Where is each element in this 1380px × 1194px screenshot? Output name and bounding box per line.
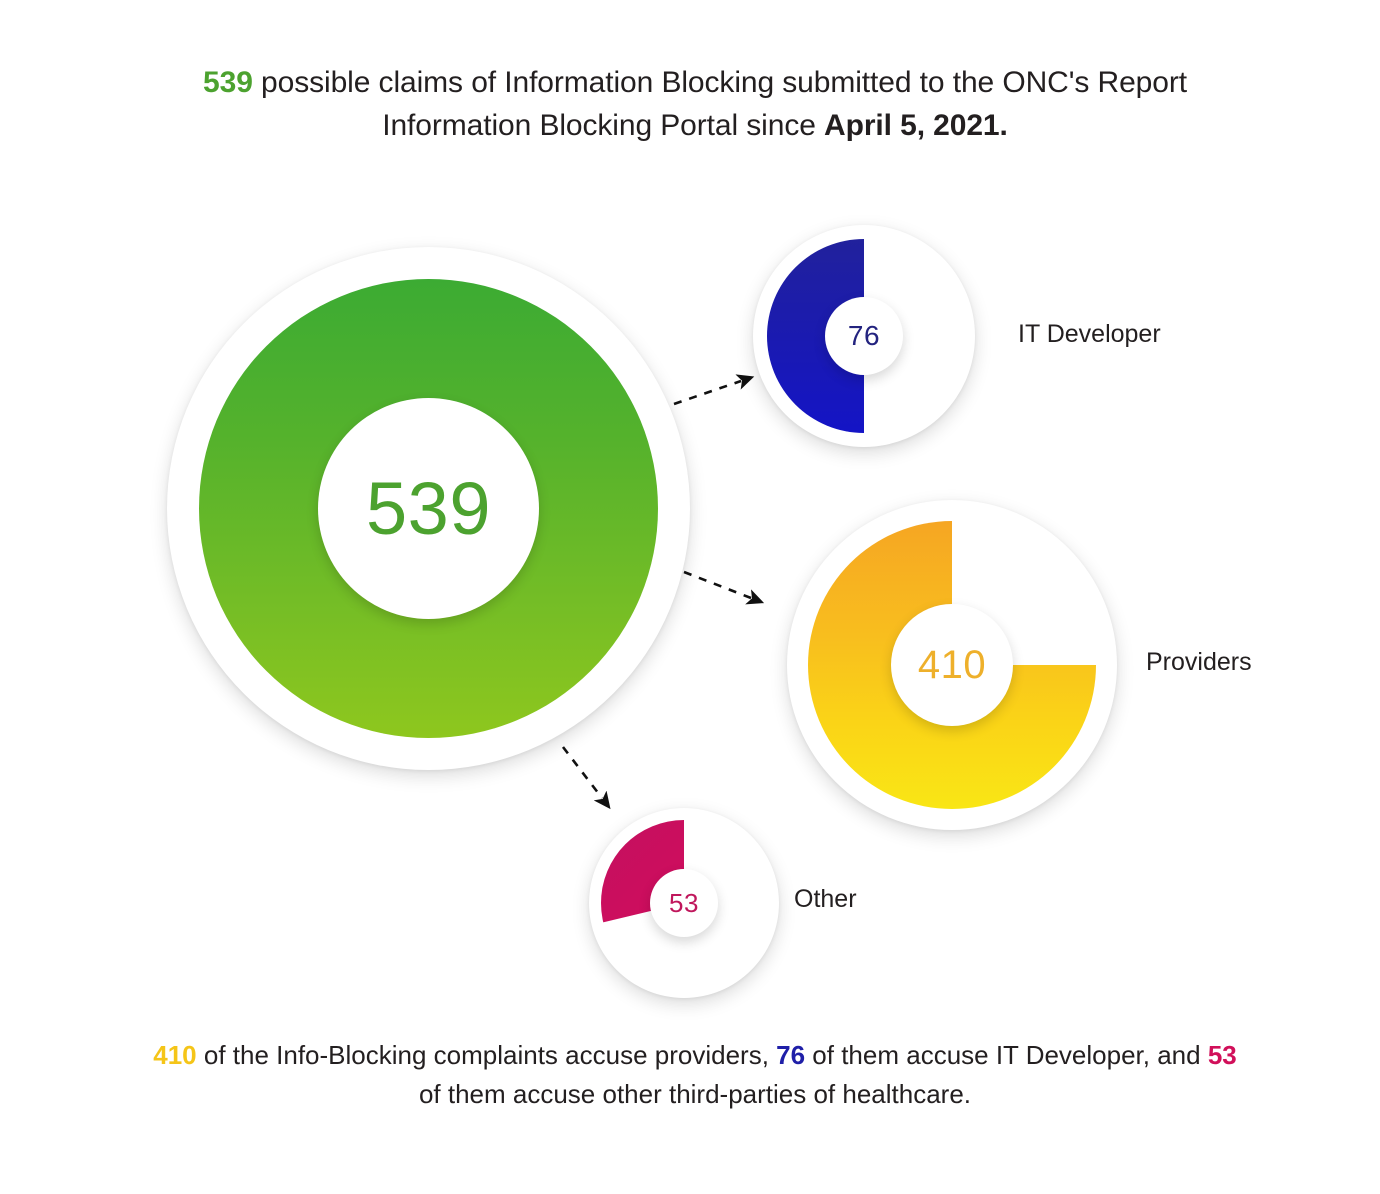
footnote-providers-number: 410	[153, 1040, 197, 1070]
footnote-text-1: of the Info-Blocking complaints accuse p…	[196, 1040, 777, 1070]
page-title: 539 possible claims of Information Block…	[130, 62, 1260, 147]
label-providers: Providers	[1146, 648, 1252, 676]
arrow-to-other	[561, 746, 611, 810]
summary-caption: 410 of the Info-Blocking complaints accu…	[150, 1036, 1240, 1114]
headline-text-primary: possible claims of Information Blocking …	[252, 66, 1187, 142]
footnote-other-number: 53	[1207, 1040, 1237, 1070]
donut-total-hub: 539	[318, 398, 539, 619]
donut-other-value: 53	[669, 887, 699, 918]
donut-other-hub: 53	[650, 869, 718, 937]
footnote-text-2: of them accuse IT Developer, and	[805, 1040, 1208, 1070]
donut-it-developer-hub: 76	[825, 297, 903, 375]
donut-it-developer-value: 76	[847, 320, 881, 351]
donut-providers-value: 410	[917, 642, 987, 687]
donut-it-developer[interactable]: 76	[753, 225, 975, 447]
donut-providers-hub: 410	[891, 604, 1013, 726]
donut-total-value: 539	[366, 467, 491, 550]
arrow-to-itdev	[673, 374, 755, 406]
headline-total-number: 539	[203, 66, 253, 99]
arrow-to-providers	[683, 570, 765, 605]
donut-other[interactable]: 53	[589, 808, 779, 998]
donut-providers[interactable]: 410	[787, 500, 1117, 830]
label-it-developer: IT Developer	[1018, 320, 1161, 348]
footnote-itdev-number: 76	[776, 1040, 806, 1070]
headline-date: April 5, 2021.	[824, 108, 1008, 142]
label-other: Other	[794, 885, 857, 913]
footnote-text-3: of them accuse other third-parties of he…	[418, 1079, 972, 1109]
donut-total-claims[interactable]: 539	[167, 247, 690, 770]
